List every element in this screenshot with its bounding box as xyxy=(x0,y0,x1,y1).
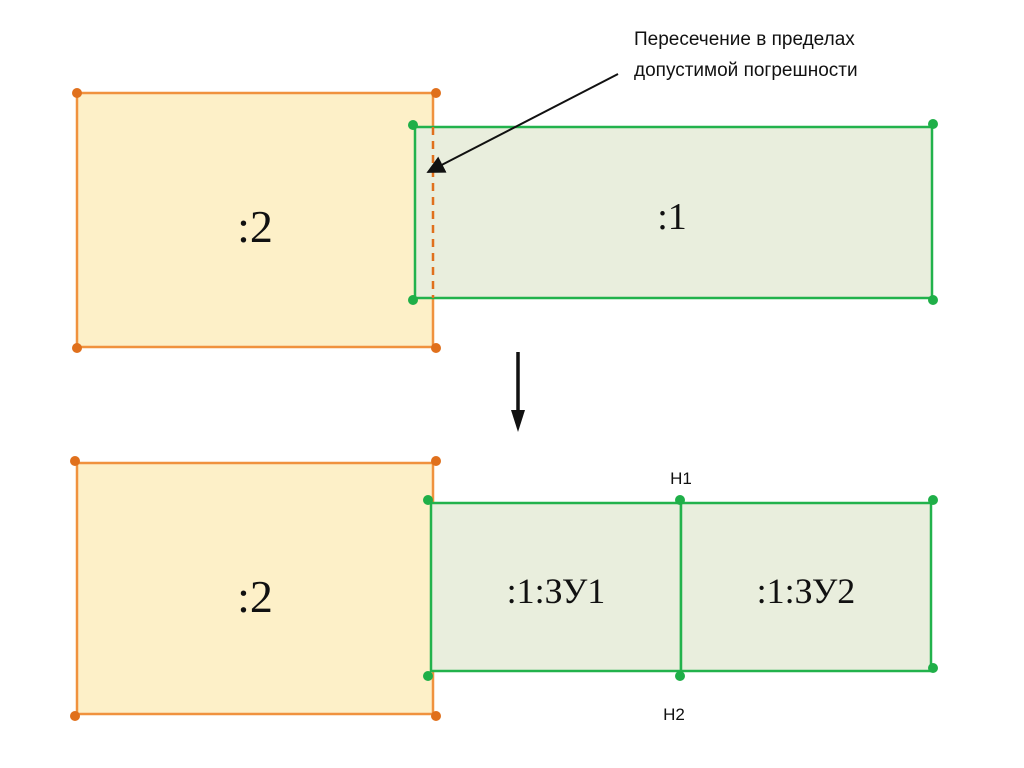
top-parcel-2-corner-points xyxy=(72,88,441,353)
corner-point xyxy=(408,295,418,305)
down-arrow-icon xyxy=(511,410,525,432)
corner-point xyxy=(928,119,938,129)
corner-point xyxy=(928,295,938,305)
bottom-scene: Н1 Н2 :2 :1:ЗУ1 :1:ЗУ2 xyxy=(70,456,938,724)
top-parcel-2-label: :2 xyxy=(237,201,273,252)
bottom-parcel-2-label: :2 xyxy=(237,571,273,622)
corner-point xyxy=(72,343,82,353)
corner-point xyxy=(431,711,441,721)
bottom-parcel-zu1 xyxy=(429,501,683,673)
bottom-parcel-zu1-label: :1:ЗУ1 xyxy=(507,571,606,611)
corner-point xyxy=(928,495,938,505)
corner-point xyxy=(928,663,938,673)
bottom-parcel-zu2-label: :1:ЗУ2 xyxy=(757,571,856,611)
corner-point xyxy=(423,671,433,681)
point-n1-marker xyxy=(675,495,685,505)
bottom-parcel-2-corner-points xyxy=(70,456,441,721)
bottom-parcel-2 xyxy=(75,461,435,716)
top-parcel-2 xyxy=(75,91,435,349)
corner-point xyxy=(431,343,441,353)
corner-point xyxy=(70,711,80,721)
annotation-line-2: допустимой погрешности xyxy=(634,60,858,81)
corner-point xyxy=(431,456,441,466)
bottom-parcel-zu2 xyxy=(679,501,933,673)
top-scene: :2 :1 Пересечение в пределах допустимой … xyxy=(72,29,938,353)
point-n2-label: Н2 xyxy=(663,705,685,724)
annotation-line-1: Пересечение в пределах xyxy=(634,29,855,50)
bottom-parcel-1-corner-points xyxy=(423,495,938,681)
corner-point xyxy=(408,120,418,130)
top-parcel-1-corner-points xyxy=(408,119,938,305)
top-parcel-1-label: :1 xyxy=(657,196,687,238)
corner-point xyxy=(423,495,433,505)
transition-arrow xyxy=(511,352,525,432)
annotation-arrow xyxy=(426,73,619,173)
point-n2-marker xyxy=(675,671,685,681)
top-parcel-1 xyxy=(413,125,934,300)
corner-point xyxy=(72,88,82,98)
corner-point xyxy=(70,456,80,466)
point-n1-label: Н1 xyxy=(670,469,692,488)
corner-point xyxy=(431,88,441,98)
